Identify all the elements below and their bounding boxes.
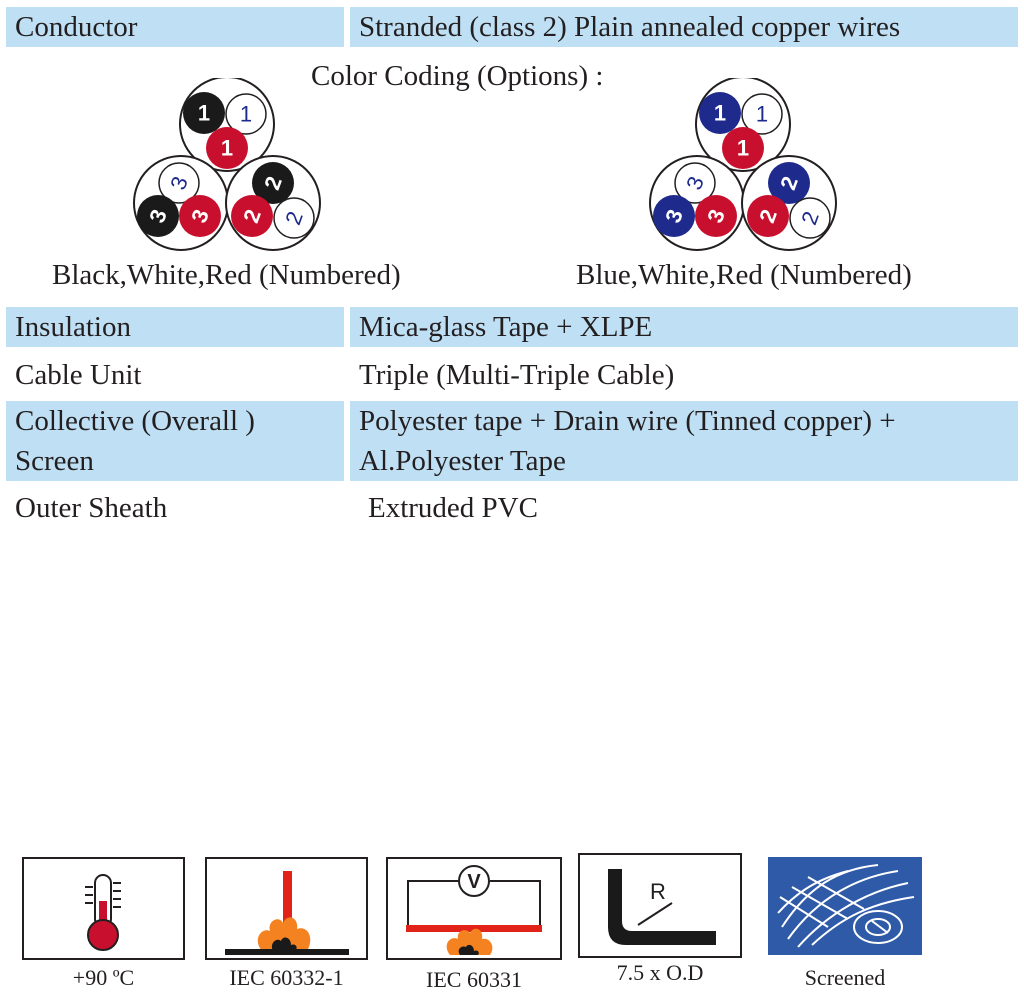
insulation-label: Insulation	[6, 307, 344, 347]
insulation-row: Insulation Mica-glass Tape + XLPE	[0, 307, 1024, 347]
core-number-1: 1	[221, 136, 233, 161]
bend-radius-icon-box: R	[578, 853, 742, 958]
screened-caption: Screened	[804, 965, 886, 990]
voltmeter-flame-caption: IEC 60331	[426, 967, 522, 992]
color-coding-title: Color Coding (Options) :	[311, 60, 604, 92]
screen-label: Collective (Overall ) Screen	[6, 401, 344, 481]
cable-unit-label: Cable Unit	[15, 359, 142, 391]
core-number-1: 1	[198, 101, 210, 126]
bend-radius-symbol: R	[650, 879, 666, 904]
cable-unit-value: Triple (Multi-Triple Cable)	[359, 359, 675, 391]
flame-test-caption: IEC 60332-1	[229, 965, 344, 990]
conductor-row: Conductor Stranded (class 2) Plain annea…	[0, 7, 1024, 47]
option2-caption: Blue,White,Red (Numbered)	[576, 259, 912, 291]
bend-radius-caption: 7.5 x O.D	[616, 960, 704, 985]
screened-icon	[768, 857, 922, 955]
outer-sheath-label: Outer Sheath	[15, 492, 168, 524]
conductor-value: Stranded (class 2) Plain annealed copper…	[350, 7, 1018, 47]
conductor-label: Conductor	[6, 7, 344, 47]
screen-value-line2: Al.Polyester Tape	[359, 445, 566, 477]
option1-caption: Black,White,Red (Numbered)	[52, 259, 401, 291]
cable-unit-row: Cable Unit Triple (Multi-Triple Cable)	[0, 355, 1024, 395]
screen-value: Polyester tape + Drain wire (Tinned copp…	[350, 401, 1018, 481]
color-coding-diagram: 1 1 1 3 3 3 2 2 2 1 1 1 3 3 3	[133, 78, 837, 251]
core-number-1: 1	[756, 102, 768, 127]
option1-cable-diagram: 1 1 1 3 3 3 2 2 2	[133, 78, 321, 251]
screen-value-line1: Polyester tape + Drain wire (Tinned copp…	[359, 405, 896, 437]
voltmeter-symbol: V	[467, 871, 481, 893]
screen-label-line2: Screen	[15, 445, 94, 477]
screen-label-line1: Collective (Overall )	[15, 405, 255, 437]
thermometer-icon-box	[22, 857, 185, 960]
insulation-value: Mica-glass Tape + XLPE	[350, 307, 1018, 347]
flame-test-icon	[225, 871, 349, 955]
core-number-1: 1	[737, 136, 749, 161]
bend-radius-icon: R	[608, 869, 716, 945]
core-number-1: 1	[240, 102, 252, 127]
screened-icon-box	[768, 857, 922, 955]
voltmeter-flame-icon-box: V	[386, 857, 562, 960]
thermometer-icon	[85, 874, 121, 951]
screen-row: Collective (Overall ) Screen Polyester t…	[0, 401, 1024, 481]
outer-sheath-value: Extruded PVC	[368, 492, 538, 524]
outer-sheath-row: Outer Sheath Extruded PVC	[0, 488, 1024, 528]
voltmeter-flame-icon: V	[406, 865, 542, 955]
thermometer-caption: +90 ºC	[72, 965, 135, 990]
option2-cable-diagram: 1 1 1 3 3 3 2 2 2	[649, 78, 837, 251]
core-number-1: 1	[714, 101, 726, 126]
flame-test-icon-box	[205, 857, 368, 960]
